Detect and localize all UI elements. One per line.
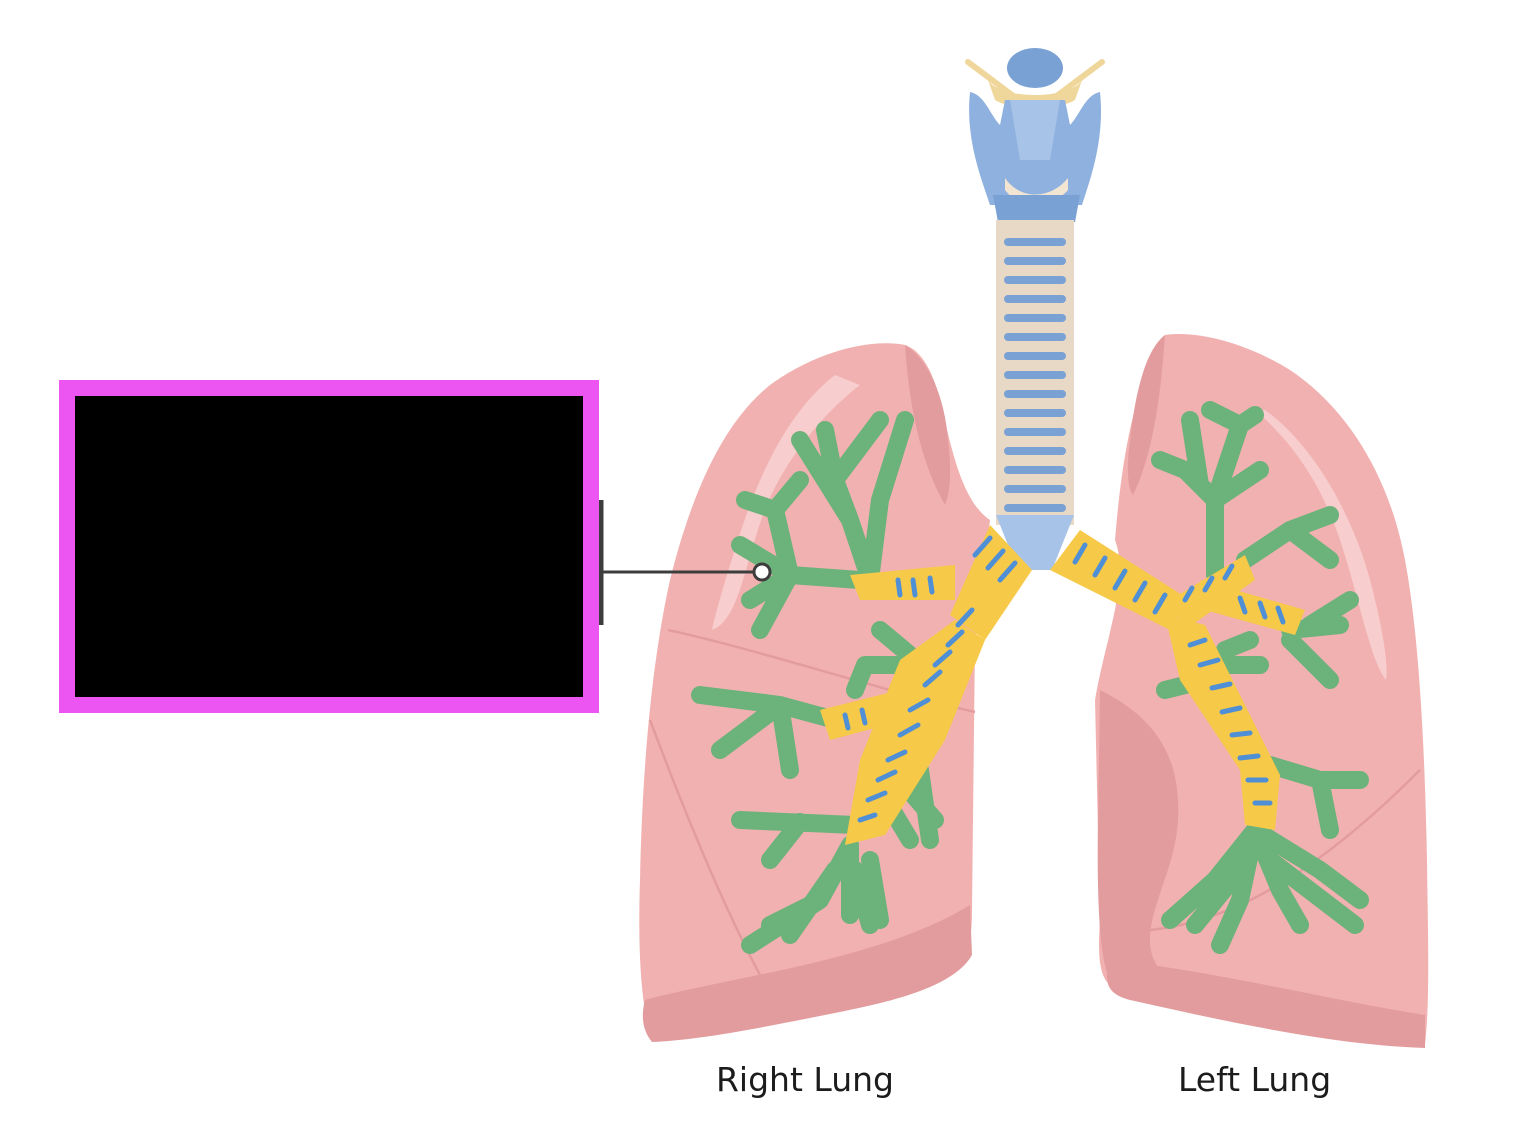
cricoid-cartilage bbox=[993, 195, 1080, 222]
bronchus-ring bbox=[955, 607, 975, 628]
trachea-ring bbox=[1004, 504, 1066, 512]
hyoid-horns bbox=[965, 59, 1105, 98]
bronchus-ring bbox=[907, 697, 931, 713]
laryngeal-prominence bbox=[1010, 100, 1060, 160]
right-lung-upper-shadow bbox=[905, 345, 951, 505]
bronchus-ring bbox=[1237, 595, 1248, 615]
trachea-ring bbox=[1004, 447, 1066, 455]
trachea-ring bbox=[1004, 276, 1066, 284]
right-lung-label: Right Lung bbox=[716, 1060, 894, 1099]
bronchus-ring bbox=[927, 575, 935, 595]
right-lung bbox=[639, 343, 990, 1042]
left-lung-upper-shadow bbox=[1127, 335, 1165, 495]
larynx bbox=[965, 48, 1105, 222]
trachea-ring bbox=[1004, 485, 1066, 493]
bronchus-ring bbox=[1152, 592, 1168, 615]
bronchus-ring bbox=[932, 649, 953, 668]
bronchus-ring bbox=[1237, 753, 1261, 761]
bronchus-ring bbox=[895, 577, 903, 598]
callout-pointer-dot bbox=[752, 562, 772, 582]
left-lingular-branch bbox=[1200, 580, 1305, 635]
trachea-ring bbox=[1004, 295, 1066, 303]
right-lung-body bbox=[639, 343, 990, 1029]
bronchus-cartilage-rings bbox=[842, 535, 1286, 823]
bronchus-ring bbox=[885, 749, 908, 763]
bronchus-ring bbox=[897, 722, 921, 738]
bronchus-ring bbox=[985, 548, 1006, 571]
bronchus-ring bbox=[945, 629, 965, 648]
bronchus-ring bbox=[1202, 575, 1215, 593]
right-upper-lobe-bronchus bbox=[850, 565, 955, 600]
left-lung-cardiac-notch bbox=[1097, 690, 1180, 985]
trachea-ring bbox=[1004, 428, 1066, 436]
bronchus-ring bbox=[1222, 563, 1235, 581]
answer-box-mask bbox=[75, 396, 583, 697]
right-lung-base bbox=[642, 905, 972, 1042]
bronchus-ring bbox=[1072, 542, 1088, 565]
bronchus-ring bbox=[1187, 637, 1208, 648]
bronchus-ring bbox=[1132, 580, 1148, 603]
epiglottis bbox=[1007, 48, 1063, 88]
bronchus-ring bbox=[875, 769, 898, 783]
left-lower-lobe-bronchus bbox=[1165, 615, 1280, 830]
trachea-ring bbox=[1004, 257, 1066, 265]
left-lung-base bbox=[1106, 960, 1425, 1048]
bronchus-ring bbox=[1092, 555, 1108, 578]
hidden-answer-box[interactable] bbox=[59, 380, 599, 713]
left-lung bbox=[1095, 334, 1429, 1048]
trachea-ring bbox=[1004, 390, 1066, 398]
left-lung-highlight bbox=[1255, 410, 1387, 680]
bronchus-ring bbox=[910, 577, 918, 598]
trachea-ring bbox=[1004, 466, 1066, 474]
right-lung-highlight bbox=[712, 375, 860, 630]
left-lung-label: Left Lung bbox=[1178, 1060, 1332, 1099]
trachea-ring bbox=[1004, 238, 1066, 246]
trachea-ring bbox=[1004, 409, 1066, 417]
bronchus-ring bbox=[857, 812, 878, 823]
bronchus-ring bbox=[1275, 605, 1286, 625]
bronchus-ring bbox=[972, 535, 993, 558]
trachea-ring bbox=[1004, 352, 1066, 360]
bronchus-ring bbox=[859, 707, 868, 726]
bronchus-ring bbox=[1197, 657, 1221, 668]
trachea-ring bbox=[1004, 333, 1066, 341]
bronchus-ring bbox=[842, 712, 851, 731]
bronchus-ring bbox=[865, 790, 888, 803]
bronchus-ring bbox=[1257, 600, 1268, 620]
bronchus-ring bbox=[1209, 681, 1233, 691]
bronchus-ring bbox=[922, 669, 943, 688]
trachea-ring bbox=[1004, 314, 1066, 322]
bronchus-ring bbox=[1112, 568, 1128, 591]
callout bbox=[598, 500, 772, 625]
trachea-cartilage-rings bbox=[1004, 238, 1066, 512]
bronchus-ring bbox=[1182, 585, 1195, 603]
bronchus-ring bbox=[1219, 705, 1243, 715]
left-lung-body bbox=[1095, 334, 1429, 1045]
right-bronchial-trunk bbox=[845, 620, 985, 845]
bronchus-ring bbox=[1229, 730, 1253, 738]
bronchus-ring bbox=[997, 560, 1018, 583]
trachea-ring bbox=[1004, 371, 1066, 379]
trachea bbox=[996, 220, 1074, 570]
